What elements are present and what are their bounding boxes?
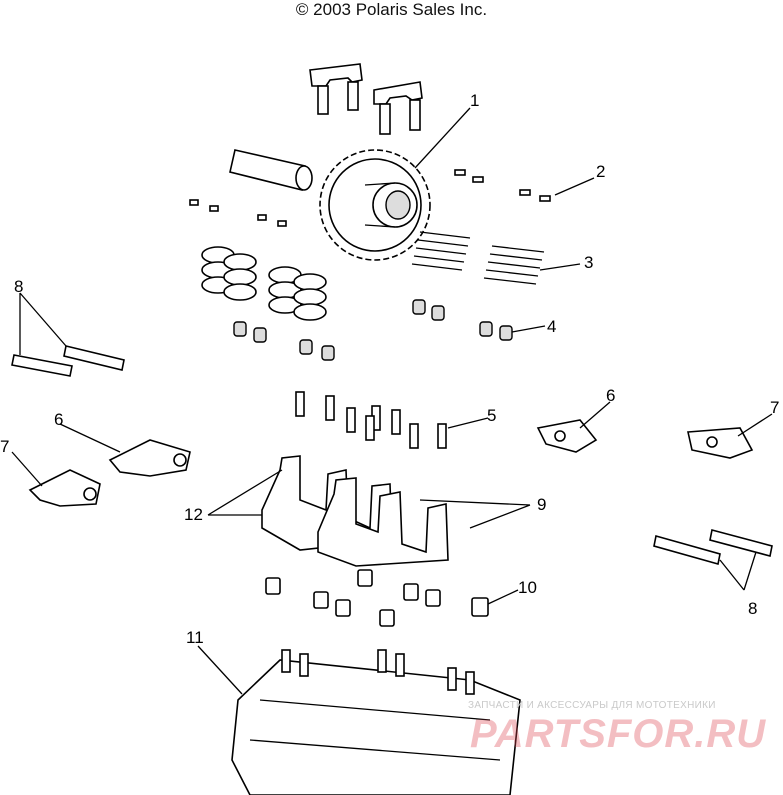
callout-10: 10 — [518, 578, 537, 597]
callout-7-left: 7 — [0, 437, 9, 456]
cam-sprocket — [319, 149, 431, 261]
rocker-arm-right-6 — [536, 419, 598, 453]
rocker-shafts-left — [11, 345, 125, 377]
cam-cap-left — [309, 63, 363, 115]
cylinder-head — [231, 649, 521, 795]
copyright-text: © 2003 Polaris Sales Inc. — [295, 0, 488, 19]
watermark-brand: PARTSFOR.RU — [470, 712, 767, 756]
rocker-support-right — [317, 477, 449, 567]
callout-12: 12 — [184, 505, 203, 524]
callout-11: 11 — [186, 628, 204, 647]
callout-5: 5 — [487, 406, 496, 425]
callout-6-right: 6 — [606, 386, 615, 405]
valve-seals — [233, 299, 513, 361]
callout-2: 2 — [596, 162, 605, 181]
callout-8-left: 8 — [14, 277, 23, 296]
watermark-subtitle: ЗАПЧАСТИ И АКСЕССУАРЫ ДЛЯ МОТОТЕХНИКИ — [468, 700, 716, 711]
rocker-arm-right-7 — [687, 427, 754, 459]
valve-lifters — [265, 569, 489, 627]
rocker-arm-left-7 — [28, 469, 101, 507]
valve-keepers — [189, 169, 551, 227]
rocker-shafts-right — [653, 529, 773, 566]
cam-cap-right — [373, 81, 423, 135]
callout-9: 9 — [537, 495, 546, 514]
callout-1: 1 — [470, 91, 479, 110]
valve-springs-right — [411, 231, 545, 285]
callout-6-left: 6 — [54, 410, 63, 429]
valve-springs-left — [201, 246, 327, 321]
leader-lines — [11, 107, 773, 695]
callout-4: 4 — [547, 317, 556, 336]
callout-7-right: 7 — [770, 398, 779, 417]
rocker-arm-left-6 — [108, 439, 191, 477]
callout-8-right: 8 — [748, 599, 757, 618]
callout-3: 3 — [584, 253, 593, 272]
bolts — [295, 391, 447, 449]
cam-shaft-pin — [229, 149, 313, 191]
